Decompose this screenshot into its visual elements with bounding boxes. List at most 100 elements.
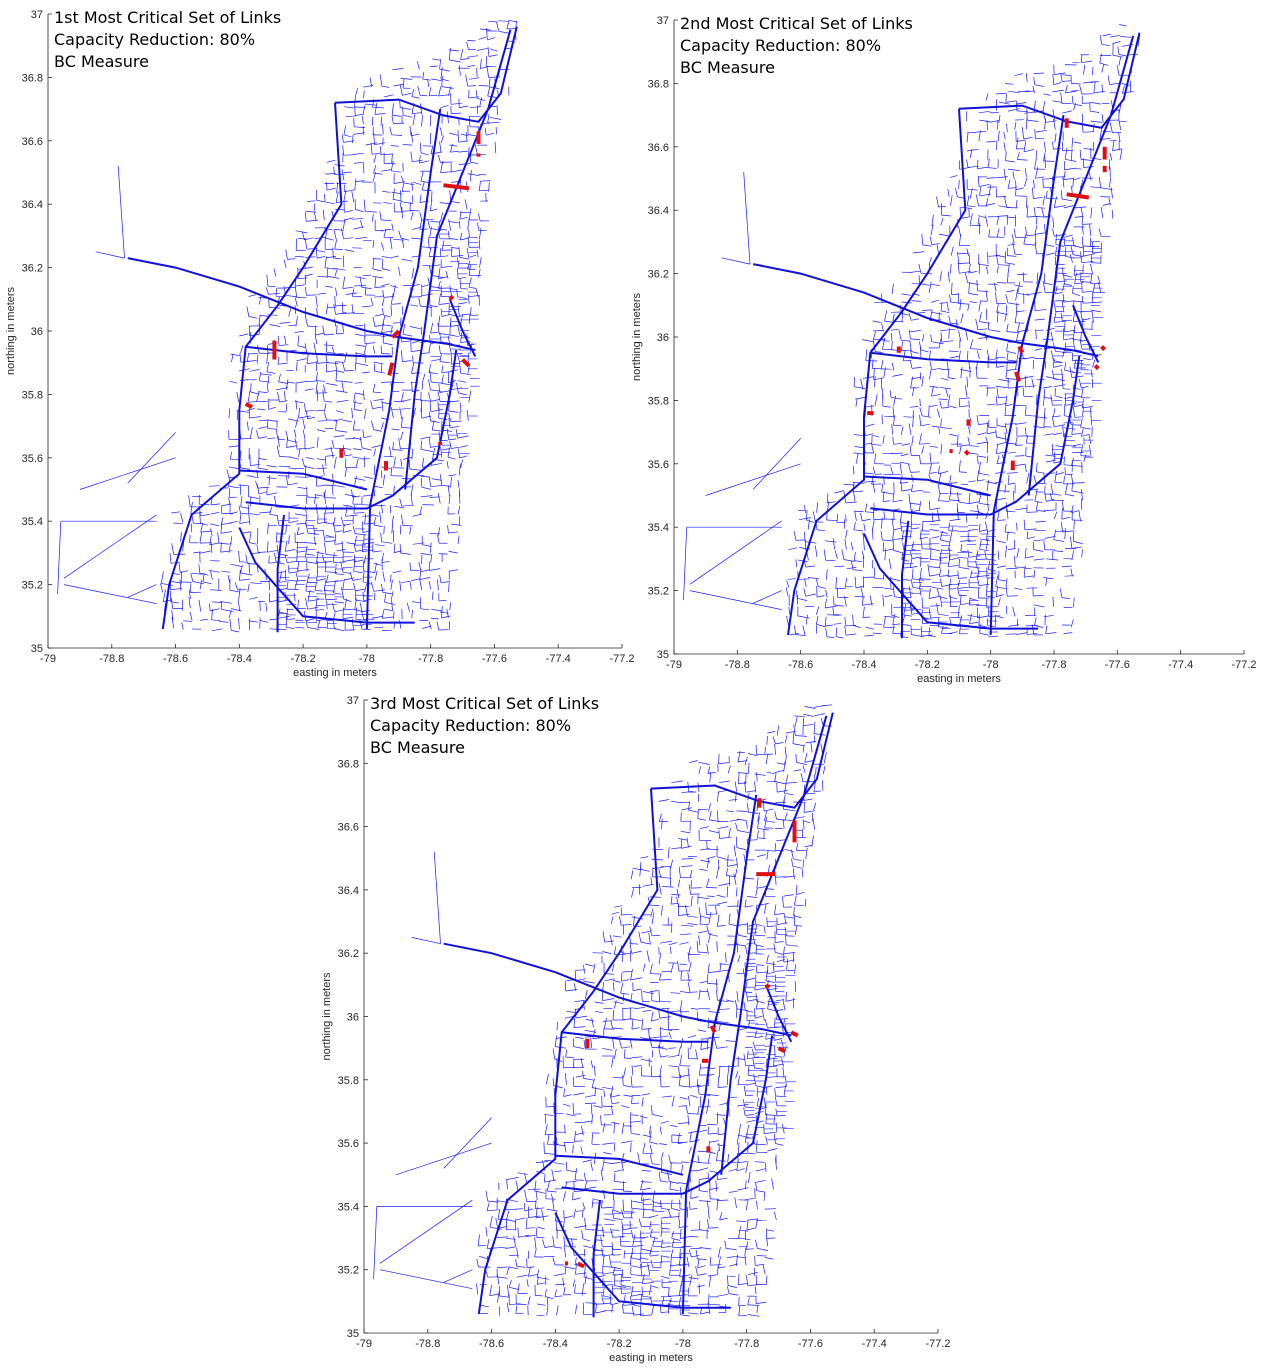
- critical-link: [461, 358, 471, 368]
- y-tick-label: 35.8: [22, 389, 43, 401]
- y-tick-label: 36.2: [648, 269, 669, 281]
- x-tick-label: -79: [40, 653, 56, 665]
- x-tick-label: -78.6: [788, 659, 813, 671]
- network-map-3: -79 -78.8 -78.6 -78.4 -78.2 -78 -77.8 -77.6 -77.…: [321, 694, 951, 1364]
- road-network: [683, 24, 1141, 639]
- y-tick-label: 36.8: [648, 78, 669, 90]
- y-tick-label: 35: [31, 643, 43, 655]
- y-tick-label: 36.8: [22, 72, 43, 84]
- x-tick-label: -78.4: [543, 1338, 568, 1350]
- y-tick-label: 35.6: [22, 453, 43, 465]
- x-tick-label: -78.6: [163, 653, 188, 665]
- critical-link: [790, 1030, 799, 1038]
- road-network: [57, 19, 518, 633]
- critical-link: [244, 402, 253, 409]
- x-tick-label: -77.8: [1041, 659, 1066, 671]
- y-tick-label: 36: [347, 1012, 359, 1024]
- y-tick-label: 35.2: [338, 1265, 359, 1277]
- y-tick-label: 35.2: [22, 580, 43, 592]
- y-tick-label: 35.4: [648, 522, 669, 534]
- x-tick-label: -78: [359, 653, 375, 665]
- x-axis-title: easting in meters: [293, 667, 377, 679]
- annotation-line: 2nd Most Critical Set of Links: [680, 14, 913, 33]
- y-tick-label: 36.4: [648, 205, 669, 217]
- annotation-line: BC Measure: [680, 58, 775, 77]
- y-tick-label: 35.8: [648, 395, 669, 407]
- y-tick-label: 35.4: [22, 516, 43, 528]
- critical-links: [564, 798, 799, 1269]
- critical-link: [777, 1046, 786, 1054]
- critical-link: [1014, 371, 1022, 383]
- annotation-line: BC Measure: [54, 52, 149, 71]
- x-tick-label: -78.4: [851, 659, 876, 671]
- y-tick-label: 37: [31, 9, 43, 21]
- x-tick-label: -78.2: [291, 653, 316, 665]
- critical-link: [1017, 345, 1025, 354]
- x-tick-label: -77.2: [925, 1338, 950, 1350]
- annotation-line: 3rd Most Critical Set of Links: [370, 694, 599, 713]
- x-tick-label: -78.8: [99, 653, 124, 665]
- y-tick-label: 36.8: [338, 758, 359, 770]
- network-map-2: -79-78.8-78.6-78.4-78.2-78-77.8-77.6-77.…: [631, 14, 1257, 685]
- y-tick-label: 36.6: [22, 136, 43, 148]
- y-tick-label: 35.6: [648, 459, 669, 471]
- map-panel-1: -79 -78.8 -78.6 -78.4 -78.2 -78 -77.8 -77.6 -77.…: [0, 0, 640, 684]
- y-tick-label: 37: [347, 695, 359, 707]
- annotation-line: 1st Most Critical Set of Links: [54, 8, 281, 27]
- x-tick-label: -77.6: [798, 1338, 823, 1350]
- y-tick-label: 36.4: [22, 199, 43, 211]
- x-tick-label: -77.4: [1168, 659, 1193, 671]
- annotation-line: Capacity Reduction: 80%: [370, 716, 571, 735]
- x-tick-label: -79: [356, 1338, 372, 1350]
- x-axis-title: easting in meters: [609, 1352, 693, 1364]
- critical-link: [448, 294, 455, 301]
- y-axis-title: northing in meters: [631, 292, 643, 381]
- y-tick-label: 36: [657, 332, 669, 344]
- x-tick-label: -79: [666, 659, 682, 671]
- y-tick-label: 35.6: [338, 1138, 359, 1150]
- y-tick-label: 35.4: [338, 1201, 359, 1213]
- y-tick-label: 36: [31, 326, 43, 338]
- critical-link: [390, 329, 401, 339]
- x-axis-title: easting in meters: [917, 673, 1001, 685]
- x-tick-label: -77.6: [1105, 659, 1130, 671]
- x-tick-label: -78: [675, 1338, 691, 1350]
- critical-link: [387, 362, 395, 376]
- x-tick-label: -78.8: [725, 659, 750, 671]
- critical-link: [709, 1025, 717, 1034]
- x-tick-label: -78.6: [479, 1338, 504, 1350]
- annotation-line: Capacity Reduction: 80%: [54, 30, 255, 49]
- y-tick-label: 36.6: [648, 142, 669, 154]
- y-tick-label: 35.8: [338, 1075, 359, 1087]
- x-tick-label: -78.8: [415, 1338, 440, 1350]
- x-tick-label: -77.8: [734, 1338, 759, 1350]
- y-axis-title: northing in meters: [5, 286, 17, 375]
- y-tick-label: 36.2: [22, 263, 43, 275]
- map-panel-3: -79 -78.8 -78.6 -78.4 -78.2 -78 -77.8 -77.6 -77.…: [316, 686, 956, 1369]
- critical-links: [867, 118, 1107, 471]
- x-tick-label: -77.2: [1231, 659, 1256, 671]
- y-tick-label: 35: [657, 649, 669, 661]
- y-tick-label: 36.6: [338, 822, 359, 834]
- road-network: [373, 704, 834, 1318]
- y-tick-label: 35: [347, 1328, 359, 1340]
- x-tick-label: -77.2: [609, 653, 634, 665]
- x-tick-label: -77.4: [862, 1338, 887, 1350]
- x-tick-label: -77.6: [482, 653, 507, 665]
- map-panel-2: -79-78.8-78.6-78.4-78.2-78-77.8-77.6-77.…: [626, 6, 1262, 690]
- y-tick-label: 37: [657, 15, 669, 27]
- plot-area: [674, 20, 1244, 654]
- plot-area: [364, 700, 938, 1333]
- x-tick-label: -78: [983, 659, 999, 671]
- critical-link: [576, 1261, 585, 1269]
- annotation-line: Capacity Reduction: 80%: [680, 36, 881, 55]
- critical-link: [764, 983, 771, 990]
- annotation-line: BC Measure: [370, 738, 465, 757]
- x-tick-label: -78.4: [227, 653, 252, 665]
- x-tick-label: -77.8: [418, 653, 443, 665]
- critical-link: [1093, 364, 1100, 371]
- x-tick-label: -78.2: [607, 1338, 632, 1350]
- y-tick-label: 36.4: [338, 885, 359, 897]
- y-tick-label: 35.2: [648, 586, 669, 598]
- critical-link: [963, 449, 970, 456]
